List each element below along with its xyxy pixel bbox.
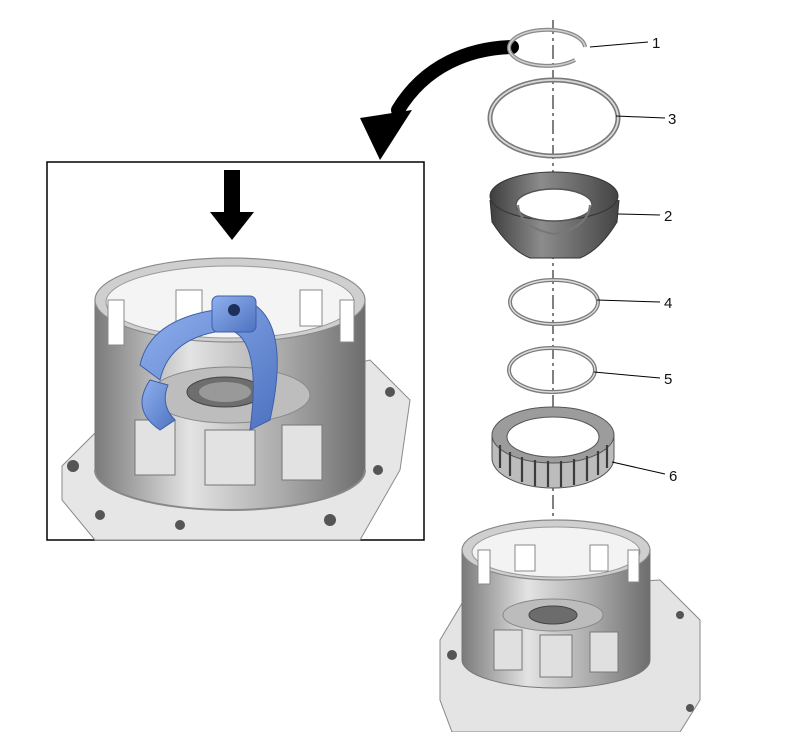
leader-lines (589, 41, 666, 475)
drum-housing-assembly (439, 519, 701, 733)
callout-3: 3 (668, 111, 676, 128)
callout-4: 4 (664, 295, 672, 312)
part-ring-4 (508, 278, 600, 326)
callout-labels: 1 3 2 4 5 6 (652, 35, 677, 485)
part-large-ring (487, 77, 621, 159)
part-piston (489, 171, 620, 259)
part-ring-5 (507, 346, 597, 394)
curved-arrow (360, 40, 519, 160)
part-return-spring-assembly (491, 406, 615, 489)
callout-5: 5 (664, 371, 672, 388)
down-arrow (210, 170, 254, 240)
inset-special-tool (139, 295, 278, 431)
callout-6: 6 (669, 468, 677, 485)
inset-drum (94, 257, 366, 511)
inset-detail (46, 161, 425, 541)
callout-1: 1 (652, 35, 660, 52)
callout-2: 2 (664, 208, 672, 225)
part-snap-ring-small (507, 27, 587, 68)
